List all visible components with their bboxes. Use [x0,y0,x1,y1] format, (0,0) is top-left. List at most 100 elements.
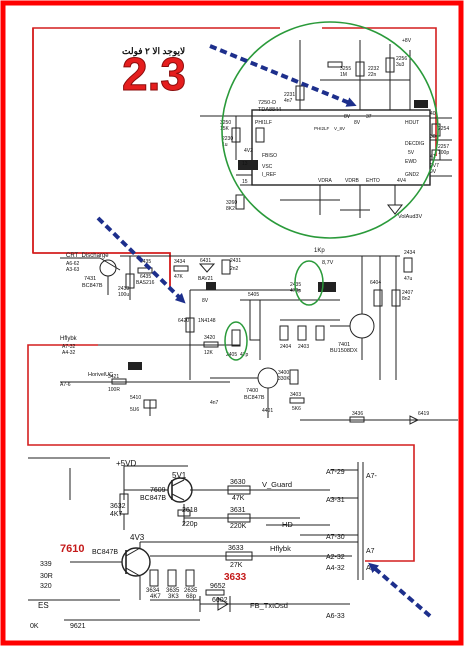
part-3250: 3250 [220,120,231,126]
left-frag-30r: 30R [40,573,53,580]
ic-pin-v8v: V_8V [334,126,345,131]
net-hflybk-bot: Hflybk [270,544,291,553]
cap-2434 [403,257,413,273]
cap-2230 [231,127,241,143]
diode-6602 [217,597,229,611]
cap-2405 [231,329,241,347]
left-frag-339: 339 [40,561,52,568]
big-red-label: 2.3 [122,48,186,100]
rail-8v: +8V [402,38,412,44]
wire [171,479,185,487]
crt-net-2: A3-63 [66,267,80,273]
part-68k: 8K2 [226,206,235,212]
ic-pin-fbiso: FBISO [262,153,277,159]
crt-discharge: CRT_Discharge [66,253,109,259]
q-bot-type: BC847B [92,549,118,556]
part-4435: 4435 [140,259,151,265]
black-tag [128,362,142,370]
part-100p: 100p [438,150,449,156]
hflybk-label-mid: Hflybk [60,336,78,342]
resistor-3255 [327,61,343,68]
part-2n2: 2n2 [230,266,239,272]
ic-pin-phi: PHI1LF [255,120,272,126]
ic-pin-gnd2: GND2 [405,172,419,178]
cap-2254 [431,123,441,137]
transistor-7401 [349,313,375,339]
part-15k: 15K [220,126,230,132]
part-3421: 3421 [108,374,119,380]
part-bas216: BAS216 [136,280,155,286]
resistor-3250 [255,127,265,143]
cap-2407 [391,289,401,307]
left-frag-es: ES [38,601,49,610]
part-2433: 2433 [118,286,129,292]
part-1u: 1u [222,142,228,148]
black-tag [414,100,428,108]
small-4n7: 4n7 [210,400,219,406]
wire [125,547,141,557]
part-6419: 6419 [418,411,429,417]
part-3u3: 3u3 [396,62,405,68]
cap-2231 [295,85,305,101]
ic-pin-37: 37 [366,114,372,120]
part-5u6: 5U6 [130,407,139,413]
black-tag [238,160,258,170]
resistor-3633 [225,551,253,561]
rail-5vd: +5VD [116,459,136,468]
q-7401-type: BU1508DX [330,348,358,354]
ic-pin-vdrb: VDRB [345,178,360,184]
q-bot-voltage: 4V3 [130,533,145,542]
resistor-3631 [227,513,251,523]
part-1n4148: 1N4148 [198,318,216,324]
r3633-val: 27K [230,562,243,569]
q-7400-ref: 7400 [246,388,258,394]
green-highlight-ellipse-2 [294,260,324,306]
part-3420: 3420 [204,335,215,341]
ic-pin-hout: HOUT [405,120,419,126]
tag-1kp: 1Kp [314,248,325,254]
part-6420: 6420 [178,318,189,324]
tag-vt: 8,7V [322,260,334,266]
diode-6404 [373,289,383,307]
part-2257: 2257 [438,144,449,150]
r3633-red: 3633 [224,572,247,583]
part-2405: 2405 [226,352,237,358]
lower-schematic: +5VD 5V1 7609 BC847B 3632 4K7 3630 47K V… [28,457,378,630]
hflybk-net-2: A4-32 [62,350,76,356]
part-5k6: 5K6 [292,406,301,412]
net-vguard: V_Guard [262,480,292,489]
ic-pin-ehto: EHTO [366,178,380,184]
part-2231: 2231 [284,92,295,98]
ic-pin-vdra: VDRA [318,178,333,184]
green-highlight-circle-large [221,21,439,239]
part-6431: 6431 [200,258,211,264]
conn-a7-30: A7-30 [326,534,345,541]
red-trace-top-right [322,27,437,156]
part-3400: 3400 [278,370,289,376]
part-2404: 2404 [280,344,291,350]
r3631: 3631 [230,507,246,514]
ic-v-2v7: 2V7 [430,163,439,169]
r3635: 3635 [166,588,180,594]
right-frag-2: A7 [366,548,375,555]
part-2230: 2230 [222,136,233,142]
ic-pin-8v: 8V [354,120,361,126]
ic-pin-iref: I_REF [262,172,276,178]
part-2434: 2434 [404,250,415,256]
part-6435: 6435 [140,274,151,280]
conn-a3-31: A3-31 [326,497,345,504]
black-tag [318,282,336,292]
part-2431: 2431 [230,258,241,264]
q-bot-ref-red: 7610 [60,543,84,555]
blue-arrow-middle [96,216,186,304]
ic-pin-ewd: EWD [405,159,417,165]
ic-v-4v2: 4V2 [244,148,253,154]
ic-type: TDA8844 [258,107,281,113]
conn-a7-29: A7-29 [326,469,345,476]
cap-2431 [221,259,231,275]
resistor-3403 [289,397,305,404]
part-47k: 47K [174,274,184,280]
ic-v-9v: 9V [430,169,437,175]
